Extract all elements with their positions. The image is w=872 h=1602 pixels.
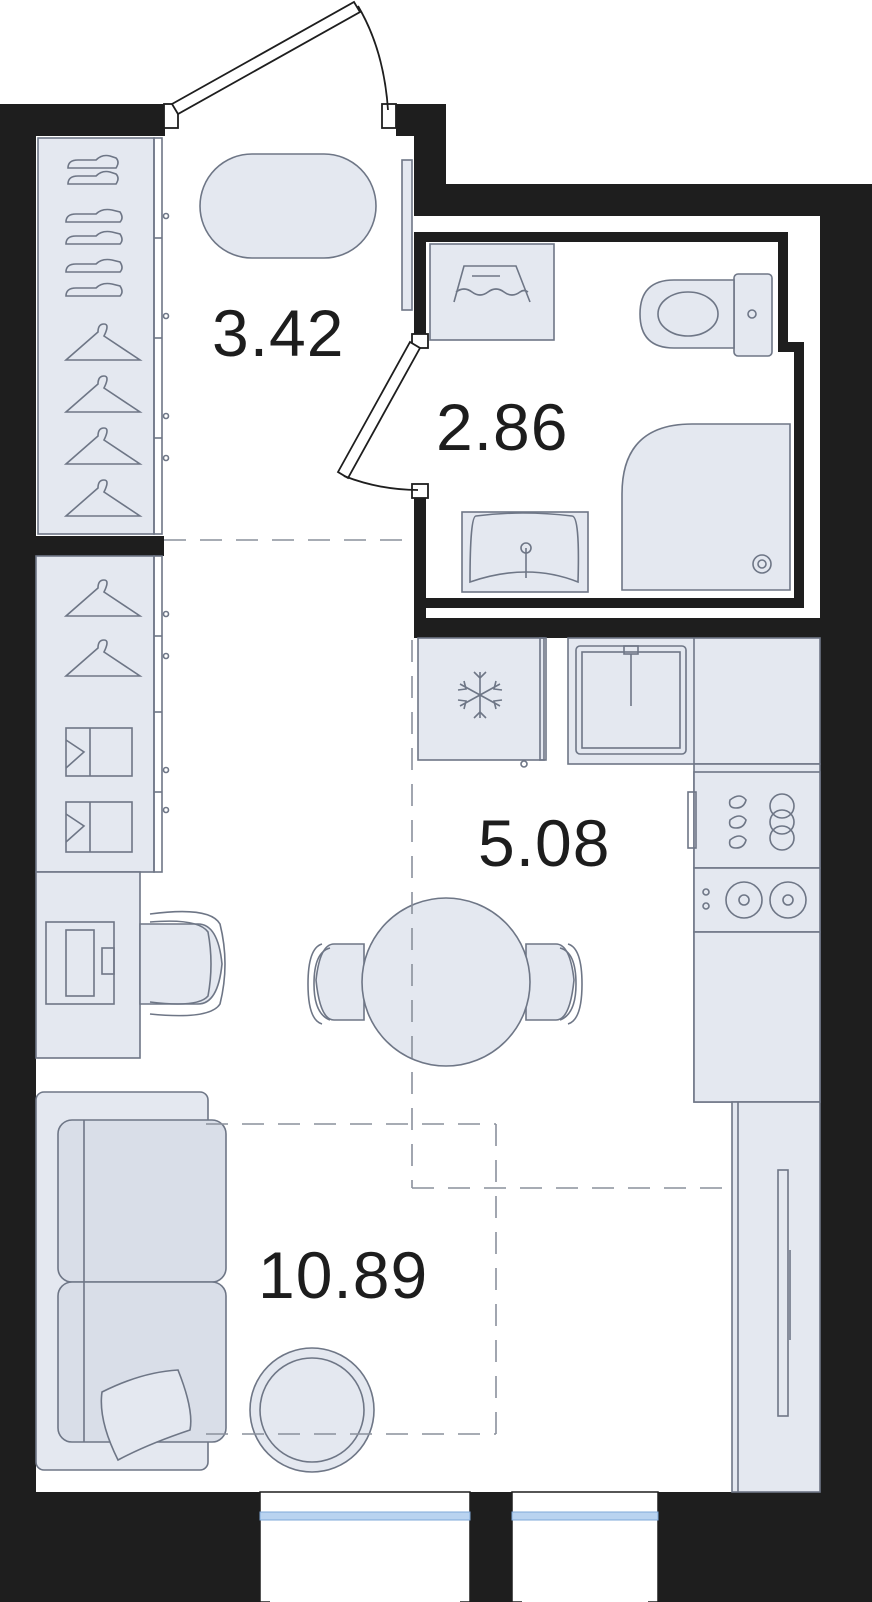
coffee-table (249, 1347, 375, 1473)
shoe-icon (65, 154, 123, 297)
hall-mirror (401, 159, 413, 311)
oven (687, 771, 821, 869)
kitchen-area-label: 5.08 (478, 806, 610, 880)
washing-machine (429, 243, 555, 341)
sofa (35, 1091, 227, 1471)
bathroom-sink (461, 511, 589, 593)
cooktop (693, 867, 821, 933)
kitchen-sink (575, 645, 687, 755)
hall-area-label: 3.42 (212, 296, 344, 370)
snowflake-icon (457, 671, 503, 719)
dining-set (307, 897, 583, 1067)
windows (259, 1491, 659, 1602)
wardrobe-top (37, 137, 170, 535)
hanger-icon (63, 323, 143, 517)
kitchen-cabinet (693, 931, 821, 1103)
shower-tray (621, 423, 791, 591)
toilet (639, 273, 773, 357)
wardrobe-bottom (35, 555, 170, 873)
bathroom-area-label: 2.86 (436, 390, 568, 464)
tv-cabinet (731, 1101, 821, 1493)
entrance-door (163, 0, 397, 129)
bathroom-door (336, 333, 429, 499)
desk (35, 871, 226, 1059)
hall-rug (199, 153, 377, 259)
shirt-icon (65, 727, 133, 853)
walls (0, 104, 872, 1602)
fridge (417, 637, 547, 768)
living-area-label: 10.89 (258, 1238, 428, 1312)
